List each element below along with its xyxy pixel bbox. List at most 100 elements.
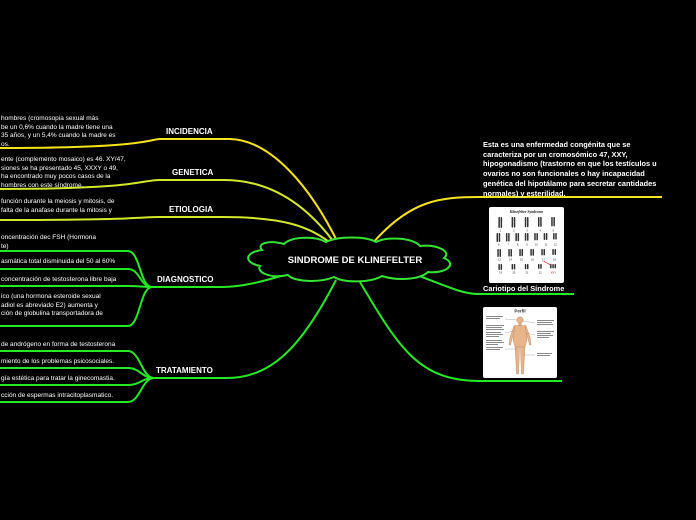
- chromosome-label: 13: [498, 258, 501, 262]
- central-node-title[interactable]: SINDROME DE KLINEFELTER: [287, 255, 423, 266]
- connector-trat-4: [0, 377, 155, 403]
- chromosome: [521, 249, 523, 257]
- diagnostico-item-4: ico (una hormona esteroide sexual adiol …: [1, 293, 103, 318]
- chromosome-label: 2: [513, 229, 515, 233]
- chromosome: [555, 233, 557, 240]
- diagnostico-item-2: asmática total disminuida del 50 al 60%: [1, 258, 116, 265]
- chromosome: [552, 264, 554, 269]
- chromosome: [545, 233, 548, 240]
- chromosome: [540, 217, 542, 227]
- branch-genetica[interactable]: GENETICA: [172, 168, 214, 177]
- tratamiento-item-3: gía estética para tratar la ginecomastia…: [1, 375, 115, 382]
- description-text[interactable]: Esta es una enfermedad congénita que se …: [483, 140, 657, 198]
- chromosome: [499, 249, 501, 257]
- chromosome-label: 17: [542, 258, 545, 262]
- chromosome: [543, 249, 545, 256]
- chromosome-label: 3: [526, 229, 528, 233]
- chromosome-label: 15: [520, 258, 523, 262]
- xxy-arrow-icon: [543, 260, 551, 266]
- chromosome: [524, 233, 527, 241]
- chromosome: [524, 264, 527, 270]
- branch-incidencia[interactable]: INCIDENCIA: [166, 127, 213, 136]
- chromosome-label: 5: [553, 229, 555, 233]
- chromosome: [532, 249, 534, 256]
- chromosome-label: 11: [545, 243, 548, 247]
- chromosome: [541, 249, 543, 256]
- central-node-shape: [247, 236, 451, 283]
- connector-diag-4: [0, 286, 153, 327]
- profile-title: Perfil: [514, 309, 525, 314]
- genetica-text: ente (complemento mosaico) es 46. XY/47,…: [1, 156, 126, 189]
- chromosome-label: 12: [554, 243, 557, 247]
- chromosome-label: 21: [526, 271, 529, 275]
- chromosome-label: XXY: [551, 271, 556, 275]
- branch-etiologia[interactable]: ETIOLOGIA: [169, 205, 213, 214]
- connector-incidencia: [0, 138, 340, 246]
- chromosome: [508, 249, 510, 257]
- tratamiento-item-4: cción de espermas intracitoplasmatico.: [1, 392, 113, 399]
- tratamiento-item-2: miento de los problemas psicosociales.: [1, 358, 115, 365]
- chromosome-label: 22: [539, 271, 542, 275]
- chromosome-label: 18: [553, 258, 556, 262]
- connector-etiologia: [0, 216, 335, 247]
- chromosome: [513, 217, 516, 228]
- chromosome: [511, 217, 514, 228]
- connector-profile: [359, 281, 562, 382]
- chromosome: [500, 217, 503, 228]
- diagnostico-item-1: oncentración dec FSH (Hormona te): [1, 234, 97, 250]
- chromosome: [497, 249, 499, 257]
- chromosome-label: 8: [517, 243, 519, 247]
- chromosome: [510, 249, 512, 257]
- chromosome: [553, 233, 555, 240]
- chromosome: [517, 233, 520, 242]
- chromosome-label: 4: [539, 229, 541, 233]
- profile-image[interactable]: Perfil: [483, 307, 557, 378]
- chromosome: [536, 233, 538, 241]
- branch-diagnostico[interactable]: DIAGNOSTICO: [157, 275, 214, 284]
- chromosome: [513, 264, 516, 270]
- chromosome: [498, 264, 500, 270]
- profile-annotations: [504, 318, 536, 356]
- chromosome-label: 10: [535, 243, 538, 247]
- chromosome: [508, 233, 510, 242]
- chromosome: [554, 264, 556, 269]
- chromosome: [538, 217, 540, 227]
- chromosome: [552, 249, 554, 255]
- branch-tratamiento[interactable]: TRATAMIENTO: [156, 366, 213, 375]
- chromosome: [527, 233, 529, 241]
- chromosome: [538, 264, 540, 269]
- chromosome-label: 14: [509, 258, 512, 262]
- chromosome: [550, 264, 552, 269]
- chromosome-label: 7: [507, 243, 509, 247]
- chromosome: [498, 233, 501, 242]
- chromosome: [524, 217, 527, 228]
- body-figure: [508, 316, 532, 375]
- karyotype-title: Klinefelter Syndrome: [509, 210, 544, 214]
- chromosome: [500, 264, 503, 270]
- chromosome: [543, 233, 546, 240]
- connector-tratamiento: [154, 279, 337, 379]
- chromosome-label: 16: [531, 258, 534, 262]
- chromosome-label: 1: [500, 229, 502, 233]
- diagnostico-item-3: concentración de testosterona libre baja: [1, 276, 117, 283]
- profile-annotation-marks: [486, 316, 554, 356]
- chromosome-label: 20: [512, 271, 515, 275]
- chromosome: [527, 264, 529, 270]
- incidencia-text: hombres (cromosopia sexual más be un 0,6…: [1, 115, 116, 148]
- chromosome: [505, 233, 508, 242]
- chromosome: [540, 264, 542, 269]
- connector-description: [371, 196, 662, 245]
- chromosome-label: 9: [526, 243, 528, 247]
- chromosome-label: 19: [499, 271, 502, 275]
- chromosome: [527, 217, 529, 228]
- connector-genetica: [0, 179, 337, 246]
- tratamiento-item-1: de andrógeno en forma de testosterona: [1, 341, 116, 348]
- chromosome: [553, 217, 555, 227]
- chromosome: [534, 233, 536, 241]
- chromosome: [511, 264, 514, 270]
- chromosome: [530, 249, 532, 256]
